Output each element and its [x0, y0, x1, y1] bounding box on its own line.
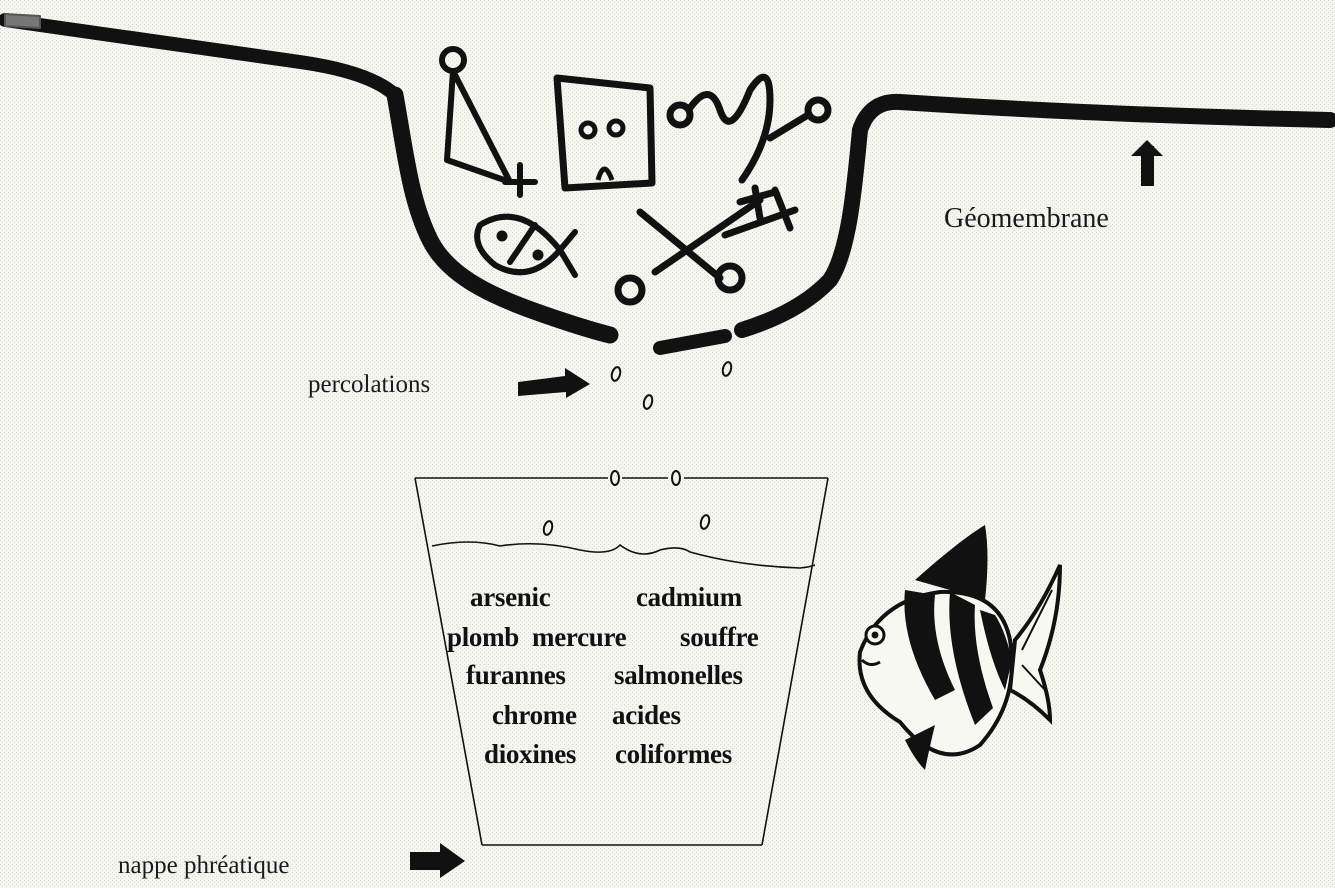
percolations-label: percolations	[308, 372, 430, 397]
nappe-label: nappe phréatique	[118, 853, 289, 878]
geomembrane-label: Géomembrane	[944, 205, 1109, 233]
contaminant-word: arsenic	[470, 584, 550, 611]
contaminant-word: acides	[612, 702, 681, 729]
contaminant-word: coliformes	[615, 741, 732, 768]
contaminant-word: souffre	[680, 624, 758, 651]
contaminant-word: chrome	[492, 702, 577, 729]
contaminant-word: dioxines	[484, 741, 576, 768]
contaminant-word: cadmium	[636, 584, 742, 611]
contaminant-word: mercure	[532, 624, 626, 651]
contaminant-word: salmonelles	[614, 662, 743, 689]
contaminant-word: plomb	[447, 624, 519, 651]
contaminant-word: furannes	[466, 662, 566, 689]
